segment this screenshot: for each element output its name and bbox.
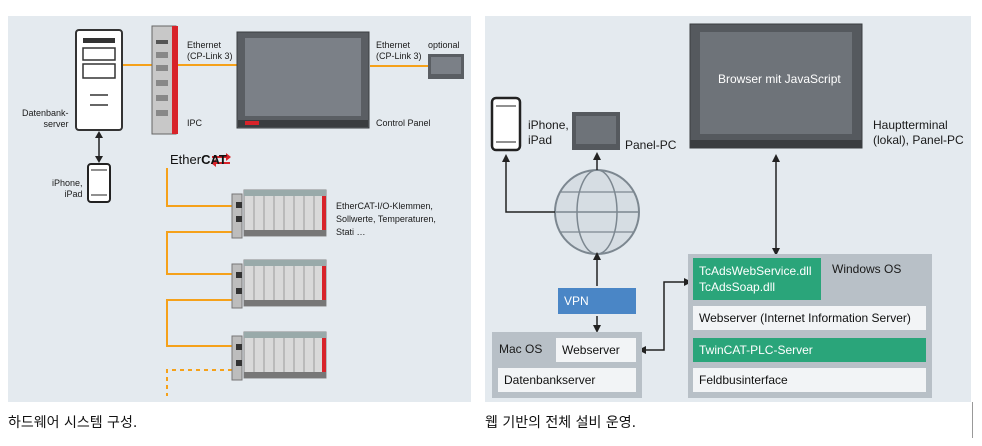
ethercat-line-2 bbox=[166, 231, 240, 275]
phone-icon-right bbox=[490, 96, 522, 152]
caption-left: 하드웨어 시스템 구성. bbox=[8, 415, 138, 431]
tcads-box: TcAdsWebService.dll TcAdsSoap.dll bbox=[693, 258, 821, 300]
feldbus-box: Feldbusinterface bbox=[693, 368, 926, 392]
label-optional: optional bbox=[428, 40, 460, 50]
vpn-label: VPN bbox=[564, 294, 589, 308]
label-browser-js: Browser mit JavaScript bbox=[718, 72, 841, 86]
label-iphone-left: iPhone, iPad bbox=[52, 178, 83, 199]
ethercat-arrow-right bbox=[212, 153, 231, 161]
feldbus-label: Feldbusinterface bbox=[699, 373, 788, 387]
ipc-device-icon bbox=[151, 25, 178, 135]
io-terminal-row-1 bbox=[231, 189, 327, 239]
vpn-box: VPN bbox=[558, 288, 636, 314]
datenbankserver-box: Datenbankserver bbox=[498, 368, 636, 392]
ethercat-logo: EtherCAT bbox=[170, 152, 227, 167]
caption-right: 웹 기반의 전체 설비 운영. bbox=[485, 415, 637, 431]
label-panel-pc: Panel-PC bbox=[625, 138, 677, 152]
label-windows-os: Windows OS bbox=[832, 262, 902, 276]
ethercat-line-1 bbox=[166, 168, 232, 207]
panel-pc-icon bbox=[572, 112, 620, 150]
optional-panel-icon bbox=[428, 54, 464, 79]
main-terminal-icon bbox=[689, 23, 863, 149]
label-mac-os: Mac OS bbox=[499, 342, 543, 356]
label-iphone-right: iPhone, iPad bbox=[528, 118, 569, 147]
label-control-panel: Control Panel bbox=[376, 118, 431, 128]
label-ethernet-2: Ethernet (CP-Link 3) bbox=[376, 40, 422, 61]
control-panel-icon bbox=[236, 31, 370, 129]
label-ipc: IPC bbox=[187, 118, 203, 128]
webserver-iis-label: Webserver (Internet Information Server) bbox=[699, 311, 911, 325]
globe-icon bbox=[554, 169, 640, 255]
label-hauptterminal: Hauptterminal (lokal), Panel-PC bbox=[873, 118, 964, 147]
ethercat-arrow-left bbox=[211, 159, 230, 167]
right-divider bbox=[972, 402, 973, 438]
label-io-klemmen: EtherCAT-I/O-Klemmen, Sollwerte, Tempera… bbox=[336, 201, 436, 237]
tcads-label: TcAdsWebService.dll TcAdsSoap.dll bbox=[699, 264, 812, 294]
io-terminal-row-2 bbox=[231, 259, 327, 309]
label-datenbank-server: Datenbank- server bbox=[22, 108, 69, 129]
webserver-iis-box: Webserver (Internet Information Server) bbox=[693, 306, 926, 330]
datenbankserver-label: Datenbankserver bbox=[504, 373, 596, 387]
label-ethernet-1: Ethernet (CP-Link 3) bbox=[187, 40, 233, 61]
plc-server-box: TwinCAT-PLC-Server bbox=[693, 338, 926, 362]
ethercat-line-dashed bbox=[166, 369, 240, 396]
ethercat-logo-cat: CAT bbox=[201, 152, 227, 167]
webserver-label: Webserver bbox=[562, 343, 620, 357]
phone-icon-left bbox=[87, 163, 111, 203]
ethercat-line-3 bbox=[166, 299, 240, 347]
server-tower-icon bbox=[75, 29, 123, 131]
plc-server-label: TwinCAT-PLC-Server bbox=[699, 343, 813, 357]
io-terminal-row-3 bbox=[231, 331, 327, 381]
webserver-box: Webserver bbox=[556, 338, 636, 362]
ethercat-logo-ether: Ether bbox=[170, 152, 202, 167]
